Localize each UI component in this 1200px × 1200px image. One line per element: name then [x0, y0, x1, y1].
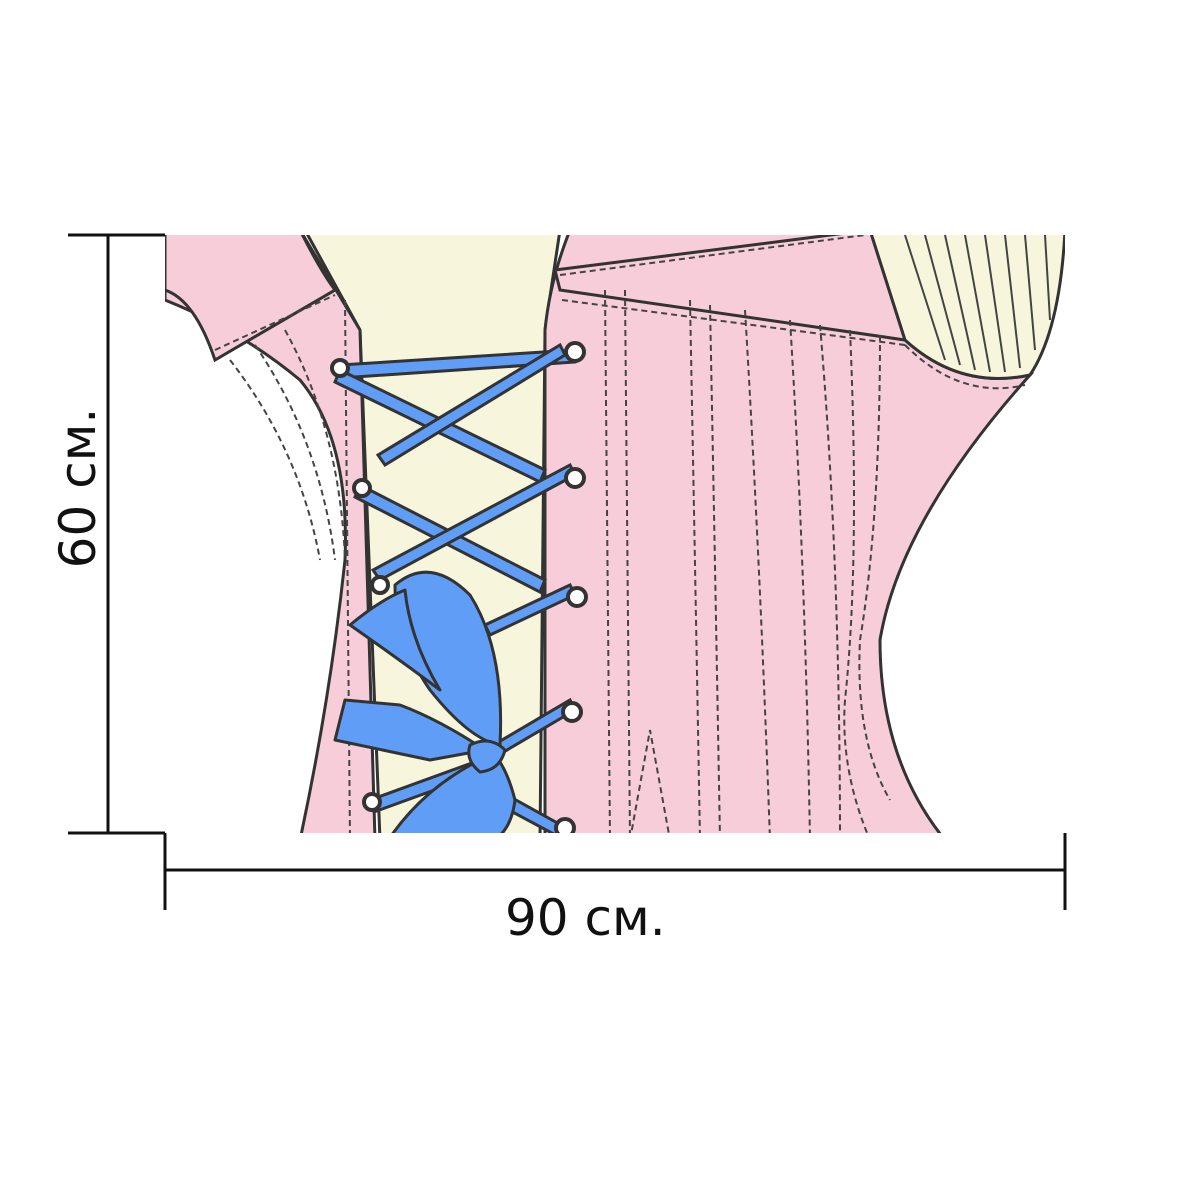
- boning-stitches: [559, 235, 1026, 833]
- dimension-lines: [68, 233, 1067, 910]
- cup-stripes: [904, 235, 1051, 373]
- height-dimension-label: 60 см.: [49, 407, 107, 569]
- lacing: [333, 342, 578, 833]
- left-corset-panel: [165, 235, 377, 833]
- left-boning-stitches: [214, 294, 351, 833]
- bow: [333, 570, 517, 833]
- width-dimension-label: 90 см.: [505, 889, 666, 947]
- left-shoulder-strap: [165, 235, 338, 363]
- corset-artwork: [165, 235, 1065, 833]
- eyelets: [330, 341, 588, 833]
